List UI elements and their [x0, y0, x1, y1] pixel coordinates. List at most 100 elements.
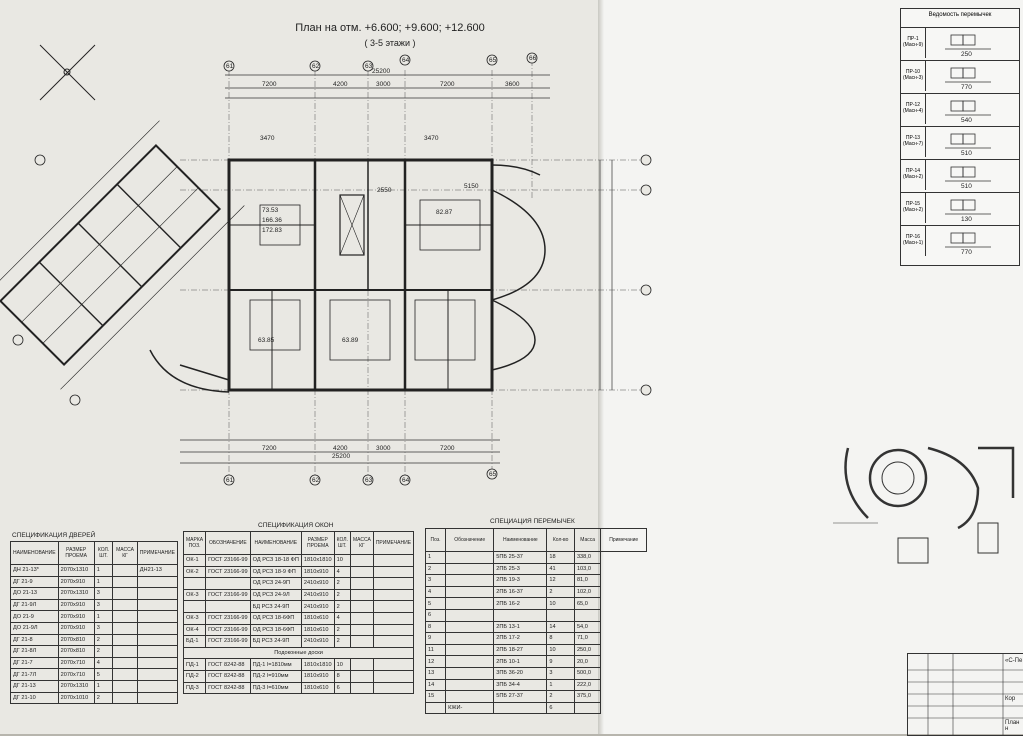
- table-cell: 4: [424, 585, 447, 599]
- lintel-sheet-row: ПР-14 (Масн-2)510: [901, 159, 1019, 190]
- table-cell: [372, 611, 415, 625]
- table-cell: 3: [93, 587, 114, 600]
- table-cell: [136, 598, 179, 612]
- table-cell: [136, 575, 179, 589]
- axis-bottom-5: 65: [489, 471, 497, 478]
- table-cell: БД РСЗ 24-9П: [249, 600, 302, 613]
- table-cell: 4: [333, 565, 351, 579]
- table-cell: 1810x910: [300, 565, 335, 579]
- table-cell: [445, 585, 495, 599]
- table-cell: [136, 656, 179, 670]
- lintel-dim: 130: [961, 216, 972, 222]
- table-cell: КЖИ-: [445, 701, 495, 715]
- table-header-cell: Поз.: [424, 528, 447, 552]
- site-plan: [833, 446, 1015, 564]
- table-cell: [349, 611, 374, 625]
- lintel-section-sketch: 250: [945, 34, 991, 57]
- lintel-mark: ПР-12 (Масн-4): [903, 102, 924, 114]
- table-cell: 2070x910: [57, 598, 95, 612]
- table-cell: ГОСТ 23166-99: [205, 611, 251, 625]
- table-cell: ГОСТ 23166-99: [205, 554, 251, 567]
- plan-subtitle: ( 3-5 этажи ): [364, 38, 416, 48]
- lintel-dim: 540: [961, 117, 972, 123]
- lintel-section-sketch: 510: [945, 133, 991, 156]
- table-cell: ПД-1 l=1810мм: [249, 658, 302, 671]
- table-cell: [349, 554, 374, 567]
- table-cell: [136, 691, 179, 705]
- lintel-sheet-caption: Ведомость перемычек: [928, 12, 992, 18]
- windows-caption: СПЕЦИФИКАЦИЯ ОКОН: [258, 522, 334, 529]
- axis-bottom-4: 64: [402, 477, 410, 484]
- axis-bottom-3: 63: [365, 477, 373, 484]
- table-cell: 2: [333, 635, 351, 648]
- table-cell: ДГ 21-8: [10, 633, 59, 647]
- lintel-mark: ПР-10 (Масн-3): [903, 69, 924, 81]
- plan-title-text: План на отм. +6.600; +9.600; +12.600: [295, 22, 485, 34]
- table-cell: ГОСТ 8242-88: [205, 658, 251, 671]
- table-cell: [136, 587, 179, 600]
- table-cell: 1: [93, 610, 114, 623]
- table-cell: 2070x710: [57, 656, 95, 670]
- table-cell: ПД-2 l=910мм: [249, 669, 302, 683]
- table-cell: 10: [333, 554, 351, 567]
- table-cell: 1: [93, 679, 114, 693]
- table-cell: 2ПБ 16-37: [493, 585, 548, 599]
- table-cell: ДО 21-9: [10, 610, 59, 623]
- table-cell: 6: [546, 701, 575, 715]
- table-cell: [136, 610, 179, 623]
- table-cell: [112, 668, 138, 681]
- table-cell: ДГ 21-7: [10, 656, 59, 670]
- table-cell: ДГ 21-8Л: [10, 645, 59, 658]
- lintels-caption: СПЕЦИАЦИЯ ПЕРЕМЫЧЕК: [490, 518, 575, 525]
- table-cell: 2ПБ 10-1: [493, 655, 548, 668]
- table-cell: ГОСТ 23166-99: [205, 623, 251, 637]
- table-row: КЖИ- 6: [424, 701, 647, 715]
- table-cell: ДО 21-13: [10, 587, 59, 600]
- table-cell: 2: [93, 645, 114, 658]
- table-cell: 3ПБ 36-20: [493, 666, 548, 680]
- table-cell: 11: [424, 643, 447, 657]
- table-header-cell: КОЛ. ШТ.: [93, 541, 114, 565]
- table-header-cell: МАССА КГ: [112, 541, 138, 565]
- table-cell: 2070x1310: [57, 564, 95, 577]
- table-cell: 1810x910: [300, 669, 335, 683]
- table-cell: 103,0: [573, 562, 602, 576]
- table-cell: [112, 691, 138, 705]
- table-cell: [182, 577, 207, 590]
- table-cell: ПД-2: [182, 669, 207, 683]
- stamp-line-2: Кор: [1005, 696, 1016, 702]
- table-cell: 15: [424, 690, 447, 703]
- table-cell: [112, 587, 138, 600]
- table-cell: 3: [93, 621, 114, 635]
- dim-bottom-4: 7200: [440, 445, 455, 452]
- table-cell: [349, 623, 374, 637]
- table-cell: 54,0: [573, 620, 602, 634]
- table-cell: 2070x1010: [57, 691, 95, 705]
- table-cell: 4: [93, 656, 114, 670]
- table-cell: [349, 658, 374, 671]
- table-cell: 1810x610: [300, 681, 335, 695]
- lintel-section-sketch: 770: [945, 67, 991, 90]
- dim-top-3: 3000: [376, 81, 391, 88]
- table-cell: ОД РСЗ 24-9Л: [249, 588, 302, 602]
- dim-top-4: 7200: [440, 81, 455, 88]
- table-cell: ГОСТ 23166-99: [205, 565, 251, 579]
- lintel-sheet-row: ПР-15 (Масн-2)130: [901, 192, 1019, 223]
- table-cell: 3ПБ 34-4: [493, 678, 548, 692]
- table-cell: ОД РСЗ 18-6ФП: [249, 623, 302, 637]
- table-header-cell: Наименование: [493, 528, 548, 552]
- table-cell: 1810x610: [300, 623, 335, 637]
- table-cell: 2070x910: [57, 575, 95, 589]
- table-cell: 1: [93, 575, 114, 589]
